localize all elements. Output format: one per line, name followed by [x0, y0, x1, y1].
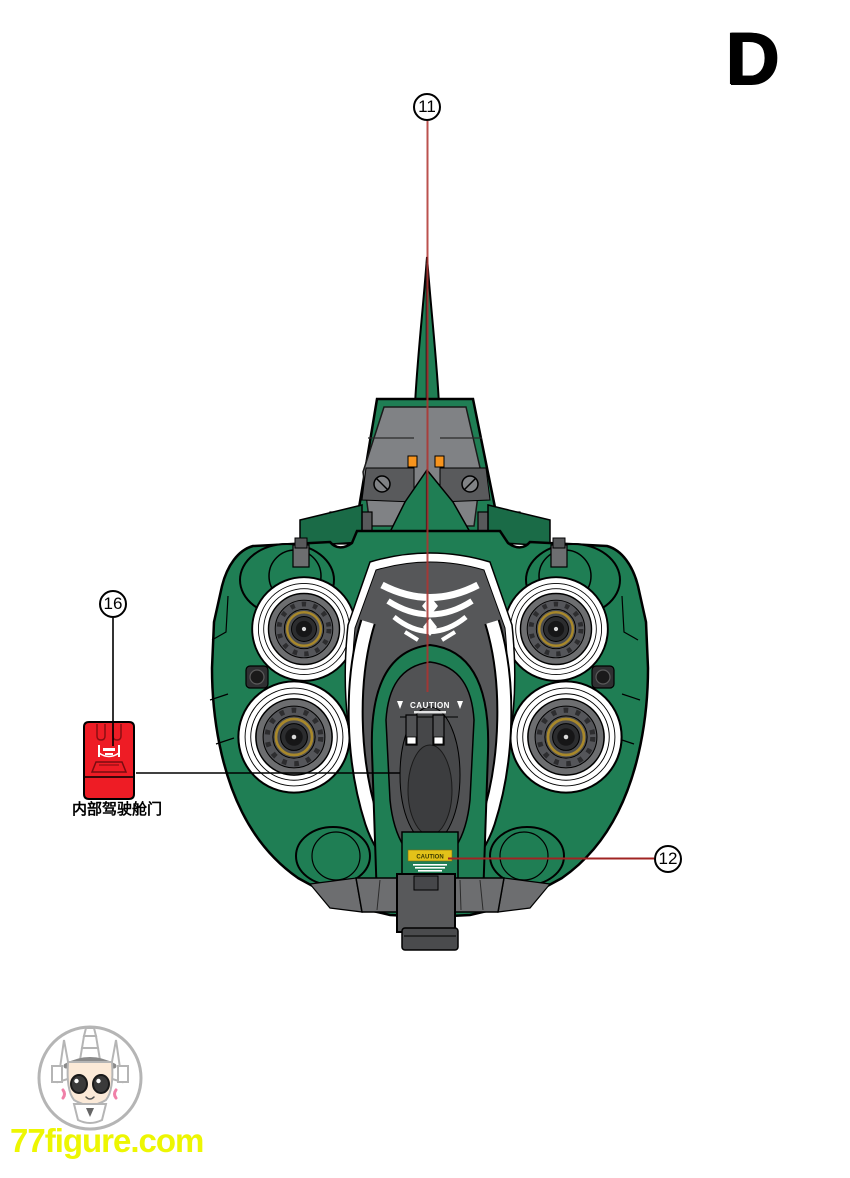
bottom-caution-decal-bg	[407, 849, 453, 862]
thruster-lower-right	[510, 681, 621, 792]
thruster-lower-left	[238, 681, 349, 792]
right-side-joint	[591, 665, 615, 689]
leader-lines	[112, 121, 654, 860]
left-side-joint	[245, 665, 269, 689]
bottom-tab	[401, 927, 459, 951]
callout-11: 11	[413, 93, 441, 121]
cockpit-canopy: CAUTION	[385, 661, 475, 867]
cockpit-caution-decal: CAUTION	[410, 701, 450, 710]
callout-16: 16	[99, 590, 127, 618]
watermark-text: 77figure.com	[10, 1122, 204, 1159]
bottom-assembly: CAUTION	[295, 826, 565, 951]
thruster-upper-right	[504, 577, 608, 681]
part-16-thumbnail	[83, 721, 135, 800]
bottom-caution-decal: CAUTION	[416, 855, 443, 861]
mascot-logo	[37, 1025, 143, 1131]
callout-12: 12	[654, 845, 682, 873]
left-foot-pod	[295, 826, 371, 886]
part-16-name-label: 内部驾驶舱门	[72, 800, 163, 818]
section-letter: D	[726, 17, 779, 100]
right-foot-pod	[489, 826, 565, 886]
thruster-upper-left	[252, 577, 356, 681]
